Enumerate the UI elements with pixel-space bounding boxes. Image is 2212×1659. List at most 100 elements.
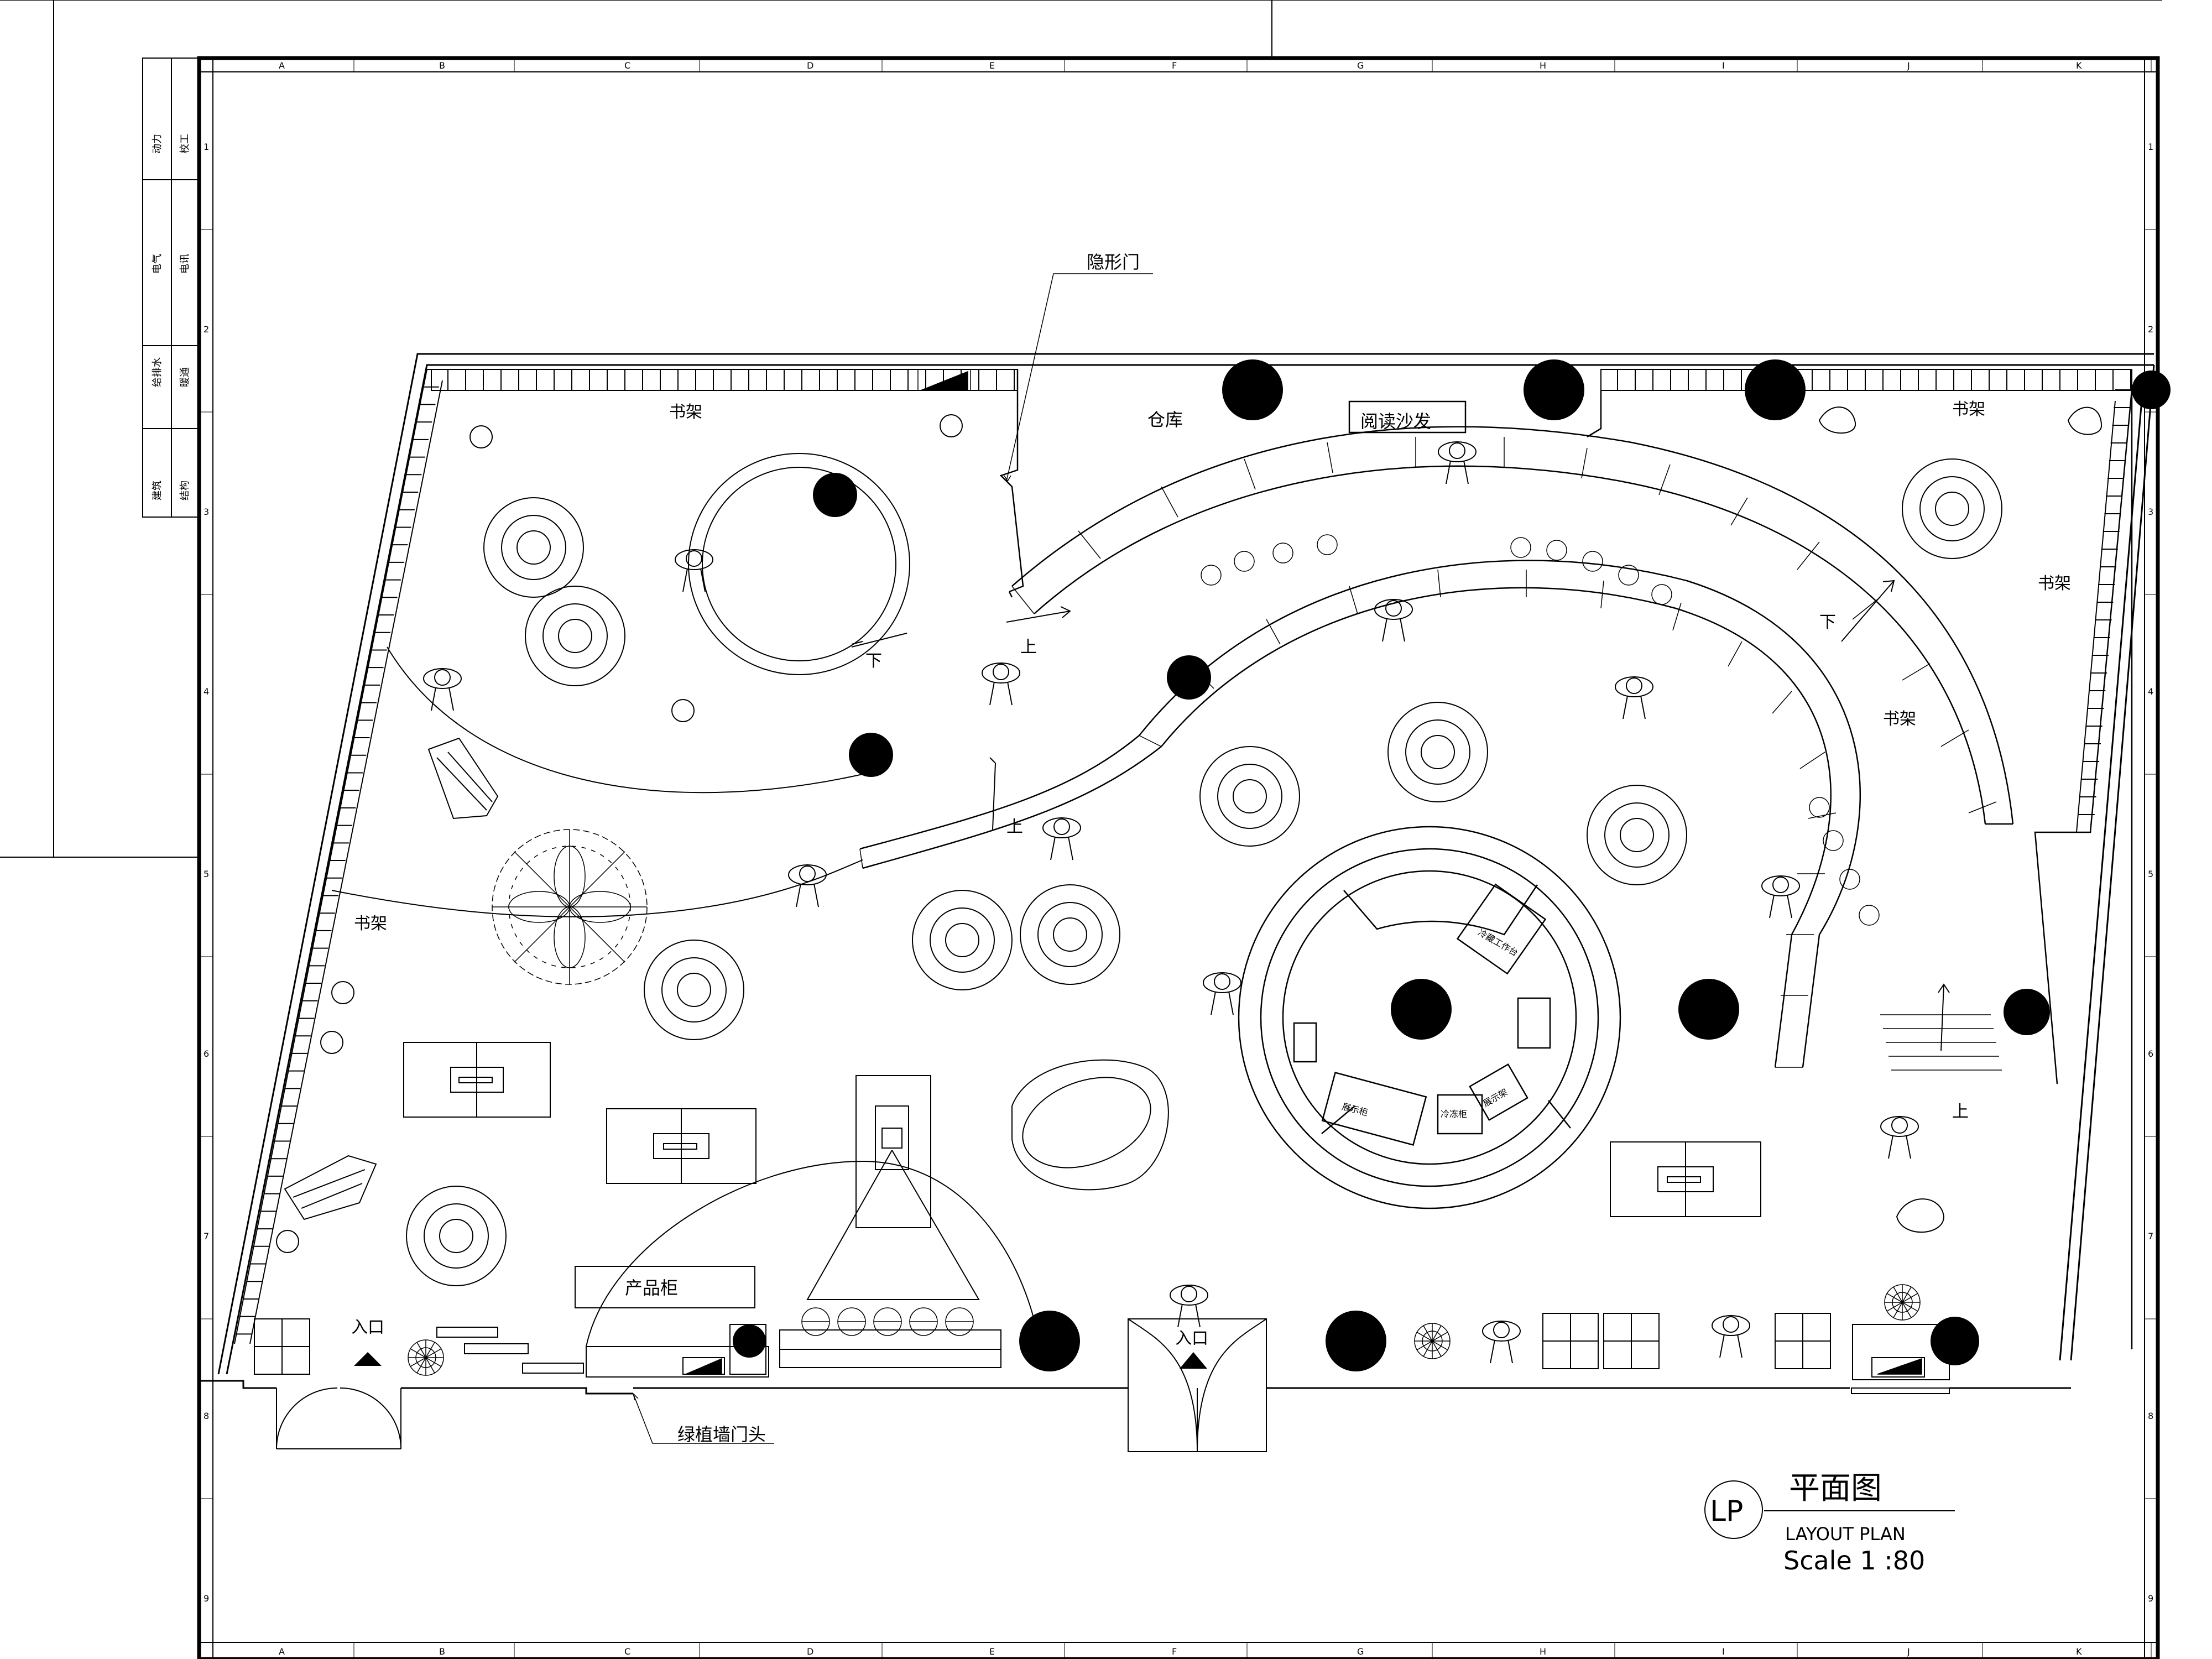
person-leg	[1400, 618, 1405, 642]
structural-column	[1678, 979, 1739, 1040]
hatched-wall-boxes	[685, 369, 1922, 1375]
title-cell: 结构	[179, 481, 191, 500]
person-shoulders	[1712, 1315, 1750, 1336]
grid-row-label: 5	[204, 869, 209, 879]
sofa-stool	[1582, 551, 1603, 572]
sofa-segment	[1797, 541, 1820, 570]
sofa-segment-lines	[859, 437, 1997, 1068]
potted-plant-leaf	[1893, 1286, 1903, 1303]
structural-column	[1745, 359, 1806, 420]
grid-row-label: 4	[2148, 686, 2153, 697]
round-table-top	[1935, 492, 1969, 526]
legend-badge-circle	[1704, 1480, 1763, 1539]
person-leg	[1737, 1334, 1743, 1358]
round-table	[1199, 746, 1300, 847]
round-table-ring	[1919, 476, 1985, 541]
structural-columns	[733, 359, 2171, 1371]
title-cell: 建筑	[152, 481, 163, 500]
small-stools	[276, 414, 963, 1253]
title-cell: 动力	[152, 134, 163, 154]
person-shoulders	[1203, 972, 1241, 993]
person-leg	[1382, 618, 1387, 642]
grid-column-label: G	[1357, 1646, 1364, 1657]
grid-column-label: K	[2076, 60, 2082, 71]
structural-column	[1167, 655, 1211, 700]
round-table	[406, 1186, 507, 1286]
title-block	[142, 58, 200, 518]
label-kiosk-fixture: 冷冻柜	[1441, 1109, 1467, 1119]
potted-plant-leaf	[1432, 1325, 1442, 1342]
person-leg	[796, 883, 801, 907]
person-shoulders	[1170, 1285, 1208, 1306]
round-table-ring	[542, 603, 608, 669]
structural-column	[1326, 1311, 1386, 1371]
person-leg	[989, 681, 995, 706]
person-shoulders	[423, 668, 462, 689]
stand-chairs	[801, 1307, 974, 1336]
structural-column	[733, 1324, 766, 1358]
sofa-segment	[1940, 729, 1969, 747]
grid-column-label: G	[1357, 60, 1364, 71]
structural-column	[2004, 989, 2050, 1035]
title-block-labels: 动力 校工 电气 电讯 给排水 暖通 建筑 结构	[152, 134, 191, 500]
person-head	[1493, 1322, 1510, 1338]
round-table-ring	[1217, 764, 1282, 829]
round-table	[1020, 884, 1120, 985]
round-table	[1587, 785, 1687, 885]
sofa-stool	[1546, 540, 1567, 561]
sofa-stool	[1823, 830, 1844, 851]
round-table	[1902, 458, 2002, 559]
person-leg	[1640, 695, 1646, 719]
grid-column-label: I	[1722, 1646, 1725, 1657]
person-shoulders	[1042, 817, 1081, 838]
structural-column	[2132, 371, 2171, 409]
entrance-markers	[354, 1352, 1207, 1369]
grid-row-label: 9	[2148, 1593, 2153, 1604]
person-leg	[682, 568, 688, 592]
potted-plant-leaf	[416, 1342, 426, 1358]
sofa-stool	[1201, 565, 1222, 586]
sofa-stool	[1809, 797, 1830, 818]
grid-column-label: J	[1907, 60, 1910, 71]
sofa-stool	[1234, 551, 1255, 572]
grid-column-label: B	[439, 1646, 445, 1657]
person-shoulders	[1482, 1321, 1521, 1342]
sofa-segment	[1772, 691, 1792, 714]
round-table-ring	[1037, 902, 1103, 967]
potted-plant-leaf	[1432, 1340, 1448, 1350]
grid-row-label: 8	[2148, 1411, 2153, 1421]
round-tables	[406, 458, 2002, 1286]
label-green-wall-door: 绿植墙门头	[677, 1424, 766, 1445]
title-cell: 校工	[179, 134, 191, 154]
title-cell: 电讯	[179, 254, 191, 274]
reading-sofa-band	[859, 400, 2014, 1068]
display-tables	[403, 1042, 1761, 1217]
round-table-top	[677, 973, 711, 1007]
person-leg	[1888, 1135, 1893, 1159]
grid-column-label: A	[279, 1646, 285, 1657]
person-leg	[1211, 991, 1216, 1015]
sofa-stool	[1651, 584, 1672, 605]
potted-plant-leaf	[1432, 1332, 1448, 1342]
person-head	[1214, 973, 1230, 990]
title-cell: 电气	[152, 254, 163, 274]
center-display-stand	[779, 1075, 1001, 1368]
exterior-walls	[198, 353, 2155, 1396]
potted-plant-leaf	[425, 1348, 442, 1358]
label-bookshelf: 书架	[669, 403, 702, 422]
sofa-segment	[1139, 735, 1162, 747]
person-leg	[1769, 894, 1775, 919]
sofa-segment	[1902, 663, 1931, 681]
person-head	[1772, 877, 1789, 893]
person-leg	[1050, 836, 1056, 860]
title-cell: 给排水	[152, 357, 163, 387]
grid-row-label: 3	[204, 507, 209, 517]
person-shoulders	[1438, 441, 1477, 462]
potted-plant-leaf	[1902, 1293, 1918, 1303]
sofa-segment	[1799, 752, 1825, 769]
plan-labels: 隐形门 仓库 阅读沙发 书架 书架 书架 书架 书架 产品柜 绿植墙门头 入口 …	[351, 252, 2071, 1445]
sofa-segment	[1437, 569, 1441, 598]
title-cell: 暖通	[179, 367, 191, 387]
round-table-ring	[661, 957, 727, 1022]
label-bookshelf: 书架	[1883, 709, 1916, 729]
